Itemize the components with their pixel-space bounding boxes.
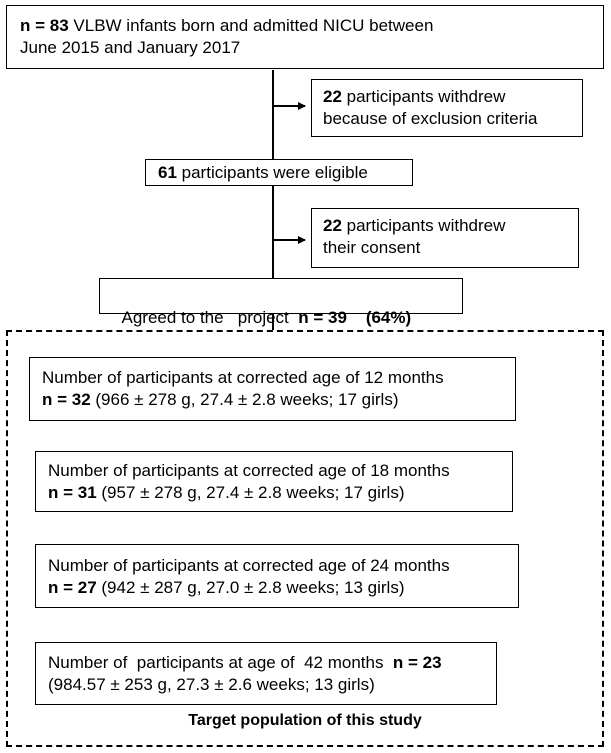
eligible-text: participants were eligible — [176, 163, 368, 182]
cohort-12-detail: (966 ± 278 g, 27.4 ± 2.8 weeks; 17 girls… — [90, 390, 399, 409]
cohort-42-text: Number of participants at age of 42 mont… — [48, 653, 393, 672]
exclusion2-line-1: 22 participants withdrew — [323, 215, 578, 237]
initial-cohort-box: n = 83 VLBW infants born and admitted NI… — [6, 5, 604, 69]
exclusion2-count: 22 — [323, 216, 342, 235]
initial-line-1: n = 83 VLBW infants born and admitted NI… — [20, 15, 603, 37]
agreed-percent: (64%) — [365, 308, 412, 327]
exclusion2-text-1: participants withdrew — [341, 216, 506, 235]
cohort-42-detail: (984.57 ± 253 g, 27.3 ± 2.6 weeks; 13 gi… — [48, 675, 375, 694]
cohort-12-n-label: n = 32 — [42, 390, 91, 409]
target-population-caption: Target population of this study — [188, 712, 422, 729]
cohort-box-18-months: Number of participants at corrected age … — [35, 451, 513, 512]
cohort-12-line-2: n = 32 (966 ± 278 g, 27.4 ± 2.8 weeks; 1… — [42, 389, 515, 411]
exclusion1-text-1: participants withdrew — [341, 87, 506, 106]
exclusion-box-2: 22 participants withdrew their consent — [311, 208, 579, 268]
cohort-42-line-1: Number of participants at age of 42 mont… — [48, 652, 496, 674]
cohort-18-line-2: n = 31 (957 ± 278 g, 27.4 ± 2.8 weeks; 1… — [48, 482, 512, 504]
exclusion2-text-2: their consent — [323, 238, 421, 257]
cohort-42-n-label: n = 23 — [392, 653, 442, 672]
cohort-box-42-months: Number of participants at age of 42 mont… — [35, 642, 497, 705]
cohort-box-24-months: Number of participants at corrected age … — [35, 544, 519, 608]
cohort-24-n-label: n = 27 — [48, 578, 97, 597]
exclusion1-count: 22 — [323, 87, 342, 106]
agreed-n-label: n = 39 — [298, 308, 347, 327]
agreed-text: Agreed to the project — [121, 308, 299, 327]
initial-text-1: VLBW infants born and admitted NICU betw… — [68, 16, 434, 35]
exclusion-box-1: 22 participants withdrew because of excl… — [311, 79, 583, 137]
exclusion1-text-2: because of exclusion criteria — [323, 109, 538, 128]
initial-n-label: n = 83 — [20, 16, 69, 35]
initial-text-2: June 2015 and January 2017 — [20, 38, 241, 57]
cohort-box-12-months: Number of participants at corrected age … — [29, 357, 516, 421]
exclusion1-line-1: 22 participants withdrew — [323, 86, 582, 108]
cohort-18-n-label: n = 31 — [48, 483, 97, 502]
cohort-18-line-1: Number of participants at corrected age … — [48, 461, 450, 480]
eligible-box: 61 participants were eligible — [145, 159, 413, 186]
cohort-24-detail: (942 ± 287 g, 27.0 ± 2.8 weeks; 13 girls… — [96, 578, 405, 597]
cohort-18-detail: (957 ± 278 g, 27.4 ± 2.8 weeks; 17 girls… — [96, 483, 405, 502]
cohort-24-line-2: n = 27 (942 ± 287 g, 27.0 ± 2.8 weeks; 1… — [48, 577, 518, 599]
agreed-box: Agreed to the project n = 39 (64%) — [99, 278, 463, 327]
eligible-count: 61 — [158, 163, 177, 182]
cohort-24-line-1: Number of participants at corrected age … — [48, 556, 450, 575]
cohort-12-line-1: Number of participants at corrected age … — [42, 368, 444, 387]
